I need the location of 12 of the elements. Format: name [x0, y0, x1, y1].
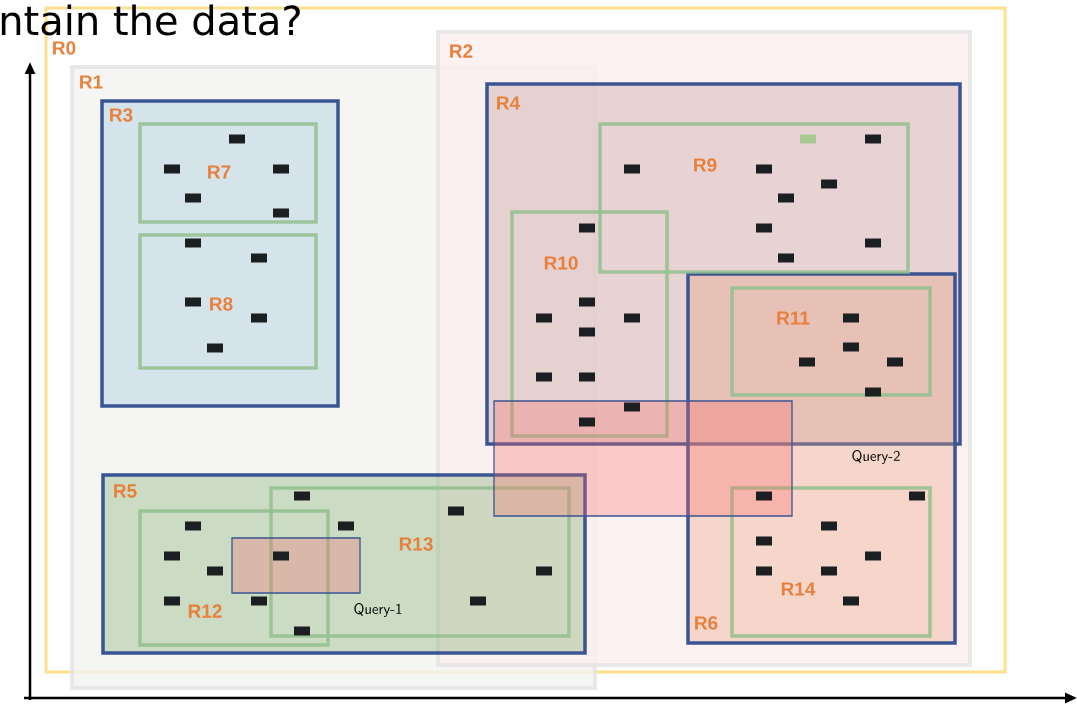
region-box: R9: [598, 122, 910, 274]
region-box: R8: [138, 233, 318, 370]
region-box: R11: [730, 286, 932, 397]
query-label: Query-1: [354, 603, 402, 617]
region-box: R12: [138, 509, 330, 647]
query-label: Query-2: [852, 450, 900, 464]
region-box: R7: [138, 122, 318, 224]
region-box: R10: [510, 210, 669, 438]
title: ntain the data?: [1, 4, 300, 36]
query-box: [231, 537, 361, 594]
region-box: R14: [730, 486, 932, 638]
query-box: [493, 400, 793, 517]
